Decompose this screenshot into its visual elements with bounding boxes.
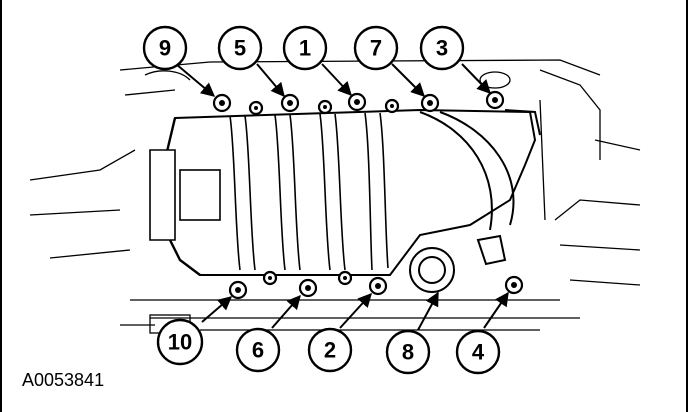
bolt-2: [368, 276, 388, 296]
callout-3: 3: [419, 25, 465, 71]
callout-10: 10: [156, 318, 204, 366]
leader-lines: [175, 63, 509, 331]
callout-5: 5: [217, 25, 263, 71]
svg-text:3: 3: [436, 36, 448, 61]
svg-text:7: 7: [370, 36, 382, 61]
figure-id-label: A0053841: [22, 370, 105, 390]
bolt-3: [485, 90, 505, 110]
callout-6: 6: [235, 327, 281, 373]
svg-text:8: 8: [402, 340, 414, 365]
bolt-4: [504, 275, 524, 295]
bolt-6: [298, 278, 318, 298]
svg-text:6: 6: [252, 338, 264, 363]
svg-text:1: 1: [299, 36, 311, 61]
manifold-runners: [229, 112, 389, 271]
manifold-body: [149, 108, 537, 276]
sensor-pulley: [409, 234, 507, 293]
bolt-10: [228, 280, 248, 300]
callout-2: 2: [307, 327, 353, 373]
svg-text:10: 10: [168, 330, 192, 355]
bolt-markers: [212, 90, 524, 300]
callout-1: 1: [282, 25, 328, 71]
callout-4: 4: [455, 329, 501, 375]
bolt-1: [347, 92, 367, 112]
svg-text:4: 4: [472, 340, 485, 365]
svg-text:2: 2: [324, 338, 336, 363]
svg-text:5: 5: [234, 36, 246, 61]
callout-7: 7: [353, 25, 399, 71]
callouts: 9 5 1 7 3 10 6 2 8 4: [142, 25, 501, 375]
svg-text:9: 9: [159, 36, 171, 61]
bolt-5: [280, 93, 300, 113]
throttle-elbow: [419, 109, 541, 231]
bolt-9: [212, 93, 232, 113]
callout-8: 8: [385, 329, 431, 375]
callout-9: 9: [142, 25, 188, 71]
bolt-7: [420, 93, 440, 113]
